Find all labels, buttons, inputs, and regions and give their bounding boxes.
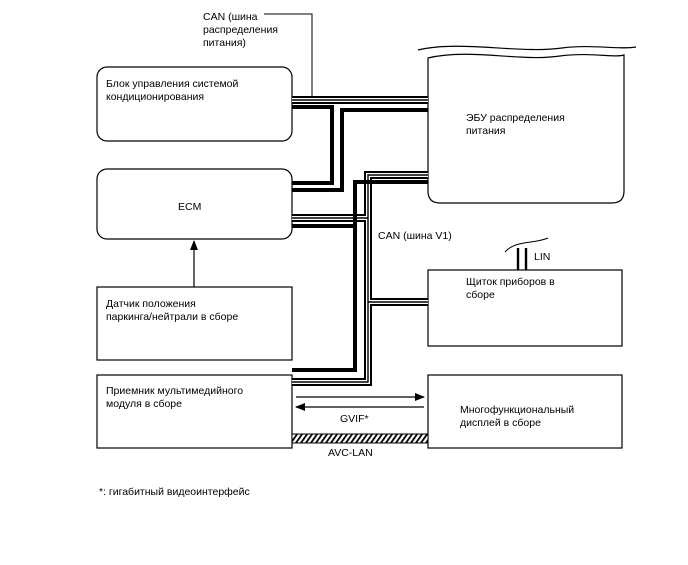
- media-label: Приемник мультимедийного модуля в сборе: [106, 385, 244, 410]
- avc-lan-bar: [291, 433, 429, 444]
- can-v1-label: CAN (шина V1): [378, 230, 452, 242]
- gvif-label: GVIF*: [340, 413, 369, 425]
- can-ac-ecm-link: [292, 105, 334, 185]
- can-power-bus-label: CAN (шина распределения питания): [203, 11, 278, 49]
- gvif-link: [295, 393, 425, 411]
- power-ecu-tear-edge: [417, 45, 637, 51]
- can-v1-bus: [292, 171, 428, 386]
- block-power-ecu: [427, 53, 625, 204]
- lin-bus: [504, 237, 549, 270]
- block-meter: [427, 269, 623, 347]
- lin-label: LIN: [534, 251, 551, 263]
- block-display: [427, 374, 623, 449]
- block-media: [96, 374, 293, 449]
- sensor-label: Датчик положения паркинга/нейтрали в сбо…: [106, 298, 239, 323]
- footnote: *: гигабитный видеоинтерфейс: [99, 486, 250, 498]
- power-ecu-label: ЭБУ распределения питания: [466, 112, 565, 137]
- can-power-ecm-branch: [292, 108, 428, 192]
- meter-label: Щиток приборов в сборе: [466, 276, 555, 301]
- block-ecm: [96, 168, 293, 240]
- can-trunk-line: [292, 180, 428, 372]
- can-power-leader: [264, 13, 313, 100]
- ac-control-label: Блок управления системой кондиционирован…: [106, 78, 239, 103]
- avc-lan-label: AVC-LAN: [328, 447, 373, 459]
- ecm-label: ECM: [178, 201, 202, 213]
- block-sensor: [96, 286, 293, 361]
- display-label: Многофункциональный дисплей в сборе: [460, 404, 575, 429]
